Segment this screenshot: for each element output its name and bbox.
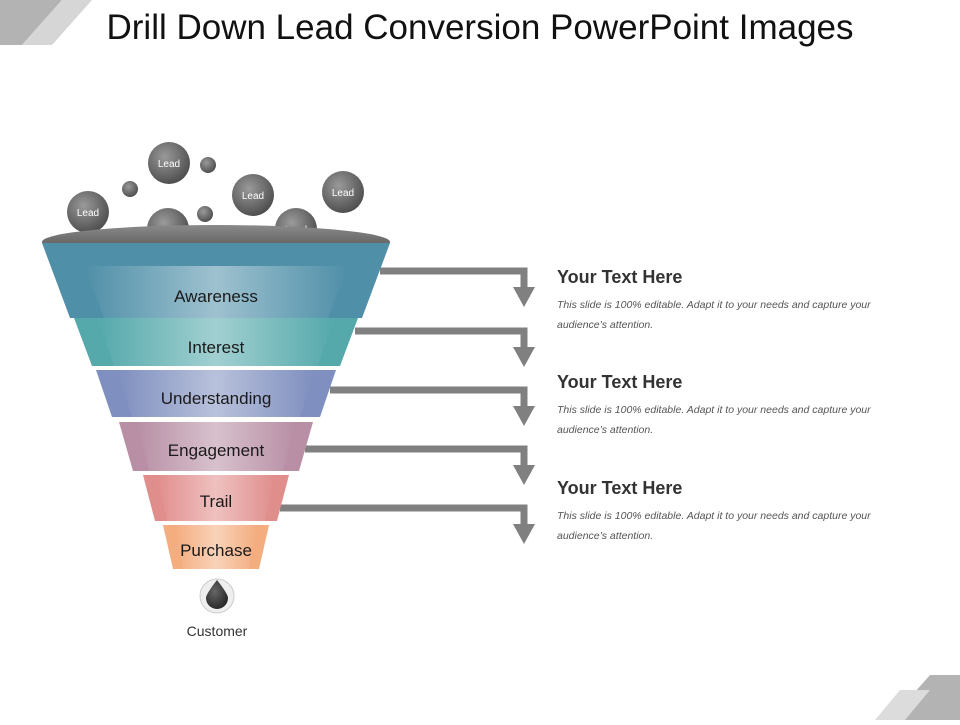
funnel-stage-engagement: Engagement bbox=[119, 422, 313, 471]
lead-ball: Lead bbox=[322, 171, 364, 213]
funnel-stage-interest: Interest bbox=[74, 318, 358, 366]
lead-ball: Lead bbox=[67, 191, 109, 233]
stage-label: Purchase bbox=[180, 541, 252, 560]
small-ball bbox=[122, 181, 138, 197]
text-block-heading: Your Text Here bbox=[557, 267, 683, 287]
corner-decoration-bottom-right bbox=[875, 675, 960, 720]
connector-arrow bbox=[330, 386, 535, 426]
stage-label: Awareness bbox=[174, 287, 258, 306]
connector-arrow bbox=[280, 504, 535, 544]
stage-label: Trail bbox=[200, 492, 232, 511]
lead-ball-label: Lead bbox=[77, 208, 99, 219]
slide-title: Drill Down Lead Conversion PowerPoint Im… bbox=[106, 8, 854, 47]
lead-ball-label: Lead bbox=[158, 159, 180, 170]
text-block-heading: Your Text Here bbox=[557, 478, 683, 498]
connector-arrow bbox=[380, 267, 535, 307]
connector-arrow bbox=[305, 445, 535, 485]
stage-label: Engagement bbox=[168, 441, 265, 460]
stage-label: Understanding bbox=[161, 389, 272, 408]
funnel-stage-purchase: Purchase bbox=[163, 525, 269, 569]
text-block-heading: Your Text Here bbox=[557, 372, 683, 392]
lead-ball: Lead bbox=[232, 174, 274, 216]
funnel-stage-trail: Trail bbox=[143, 475, 289, 521]
text-block-body: This slide is 100% editable. Adapt it to… bbox=[557, 510, 871, 542]
lead-ball-label: Lead bbox=[242, 191, 264, 202]
funnel-stage-understanding: Understanding bbox=[96, 370, 336, 417]
stage-label: Interest bbox=[188, 338, 245, 357]
lead-ball: Lead bbox=[148, 142, 190, 184]
customer-drop bbox=[199, 578, 235, 614]
customer-label: Customer bbox=[187, 623, 248, 639]
corner-decoration-top-left bbox=[0, 0, 92, 45]
lead-ball-label: Lead bbox=[332, 188, 354, 199]
small-ball bbox=[200, 157, 216, 173]
text-block-body: This slide is 100% editable. Adapt it to… bbox=[557, 404, 871, 436]
funnel-stage-awareness: Awareness bbox=[42, 243, 390, 318]
connector-arrow bbox=[355, 327, 535, 367]
text-block-body: This slide is 100% editable. Adapt it to… bbox=[557, 299, 871, 331]
small-ball bbox=[197, 206, 213, 222]
